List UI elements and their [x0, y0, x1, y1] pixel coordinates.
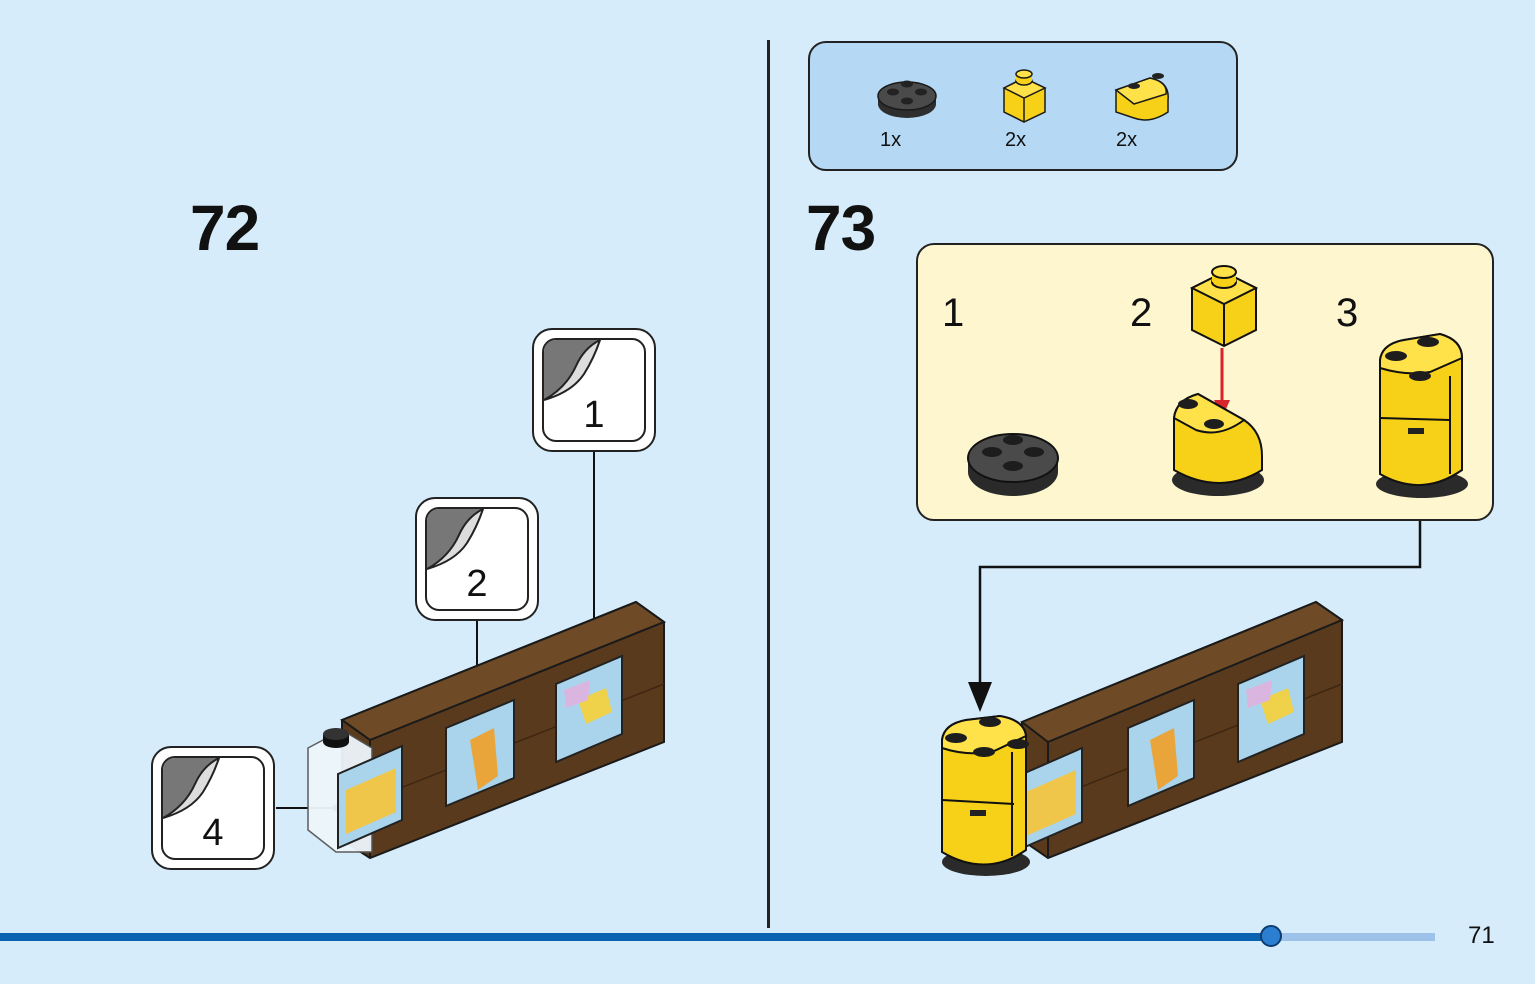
step-number-72: 72 [190, 192, 260, 264]
part-qty: 2x [1005, 129, 1027, 151]
sticker-callout: 2 [415, 497, 539, 621]
sticker-peel-icon [427, 509, 485, 570]
sticker-number: 1 [583, 394, 605, 436]
yellow-brick-part-icon [1002, 69, 1047, 123]
progress-knob [1260, 925, 1282, 947]
page-number: 71 [1468, 922, 1495, 949]
round-plate-part-icon [877, 80, 937, 118]
progress-fill [0, 933, 1271, 941]
substep-1-plate [967, 433, 1059, 496]
part-qty: 1x [880, 129, 902, 151]
substep-3-assembly [1376, 332, 1468, 498]
sticker-peel-icon [163, 758, 221, 819]
substep-number: 2 [1130, 291, 1153, 335]
part-qty: 2x [1116, 129, 1138, 151]
wall-model-step-72 [307, 600, 667, 860]
substep-2-assembly [1172, 265, 1264, 496]
assembly-arrow [968, 521, 1422, 712]
sticker-callout: 1 [532, 328, 656, 452]
substep-number: 3 [1336, 291, 1359, 335]
wall-model-step-73 [941, 600, 1345, 876]
step-number-73: 73 [806, 192, 876, 264]
substep-number: 1 [942, 291, 965, 335]
sticker-peel-icon [544, 340, 602, 401]
sticker-number: 4 [202, 812, 224, 854]
round-brick-part-icon [1114, 73, 1169, 121]
sticker-number: 2 [466, 563, 488, 605]
page-divider [767, 40, 770, 928]
sticker-callout: 4 [151, 746, 275, 870]
